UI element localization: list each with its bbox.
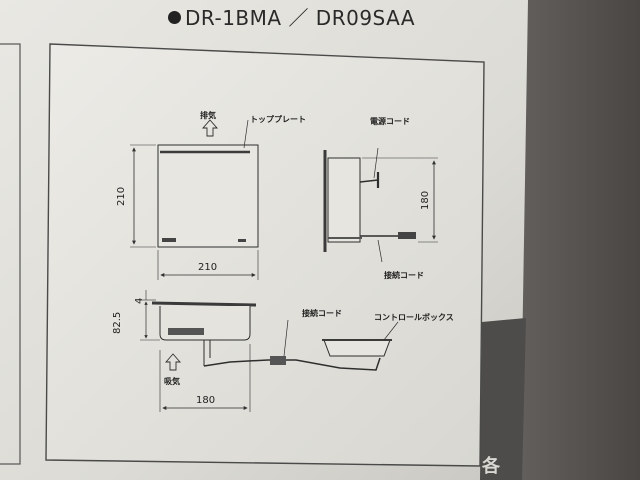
top-width-dim-label: 210 (198, 262, 218, 273)
front-connection-cord (203, 357, 381, 371)
page-tab-strip (480, 318, 526, 480)
page-corner-char: 各 (482, 456, 500, 477)
top-plate-label: トッププレート (250, 115, 306, 124)
model-title-text: DR-1BMA ／ DR09SAA (185, 6, 416, 30)
power-cord-line (359, 179, 379, 183)
top-depth-dim-label: 210 (116, 186, 127, 206)
side-connection-cord-label: 接続コード (384, 271, 424, 280)
control-box-outline (323, 339, 391, 357)
exhaust-label: 排気 (200, 111, 216, 120)
side-view-drawing (323, 147, 438, 263)
top-plate-outline (157, 144, 259, 248)
front-width-dim-label: 180 (196, 395, 216, 406)
dim-4-label: 4 (134, 297, 145, 304)
left-panel-edge (0, 43, 21, 465)
front-connection-cord-label: 接続コード (302, 309, 342, 318)
model-title: DR-1BMA ／ DR09SAA (168, 2, 415, 31)
bullet-dot-icon (168, 11, 181, 24)
front-view-drawing (140, 290, 399, 412)
top-view-drawing (130, 119, 259, 280)
power-cord-label: 電源コード (370, 117, 410, 126)
control-box-label: コントロールボックス (374, 313, 454, 322)
side-body-outline (327, 157, 361, 243)
dim-82-5-label: 82.5 (112, 311, 123, 334)
diagram-frame (45, 43, 485, 467)
intake-arrow-icon (165, 353, 181, 371)
intake-label: 吸気 (164, 377, 180, 386)
side-height-dim-label: 180 (420, 190, 431, 210)
exhaust-arrow-icon (202, 119, 218, 137)
